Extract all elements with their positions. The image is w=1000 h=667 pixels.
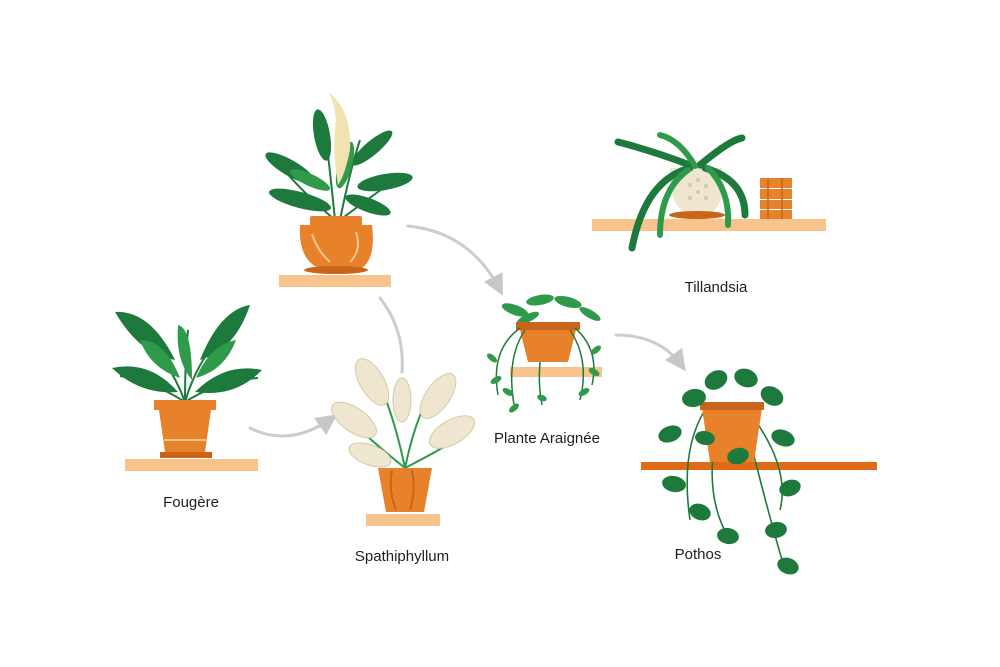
plante-araignee-illustration [487,294,602,413]
arrow-top-to-spider [406,224,503,296]
top-pot-saucer [304,266,368,274]
frond [200,305,250,360]
label-spathiphyllum: Spathiphyllum [354,548,450,565]
curve-top-to-spathi [378,296,404,374]
fougere-illustration [112,305,262,471]
books-icon [760,178,792,219]
fougere-pot-rim [154,400,216,410]
top-shelf [279,275,391,287]
leaf [345,194,391,216]
label-plante-araignee: Plante Araignée [494,430,600,447]
pothos-illustration [641,368,877,575]
leaf [392,377,412,423]
connectors [248,224,686,438]
pothos-pot [702,408,762,462]
fougere-shelf [125,459,258,471]
spathi-pot [378,468,432,512]
frond [196,340,236,378]
leaf [269,188,331,212]
label-tillandsia: Tillandsia [684,279,748,296]
araignee-pot-rim [516,322,580,330]
leaf [357,172,413,192]
tillandsia-shelf [592,219,826,231]
label-pothos: Pothos [674,546,722,563]
frond [195,368,262,394]
leaf [289,169,331,191]
leaf [312,109,332,161]
pothos-pot-rim [700,402,764,410]
frond [115,311,175,360]
top-plant-illustration [265,92,413,287]
fougere-pot-saucer [160,452,212,458]
spathiphyllum-illustration [331,358,475,526]
top-pot-rim [310,216,362,226]
spathi-shelf [366,514,440,526]
leaf [331,401,377,439]
frond [177,325,192,380]
leaf [348,442,392,468]
araignee-pot [520,330,576,362]
leaf [419,373,457,419]
leaf [429,415,475,449]
araignee-shelf [510,367,602,377]
frond [140,340,180,378]
arrow-fern-to-spathi [248,414,338,438]
spathe-flower [328,92,351,185]
arrow-spider-to-pothos [614,333,686,372]
top-pot [299,225,373,268]
leaf [354,358,390,406]
pothos-shelf [641,462,877,470]
leaf [351,130,393,166]
frond [112,366,178,393]
label-fougere: Fougère [163,494,219,511]
tillandsia-illustration [592,132,826,252]
fougere-pot [159,410,211,452]
